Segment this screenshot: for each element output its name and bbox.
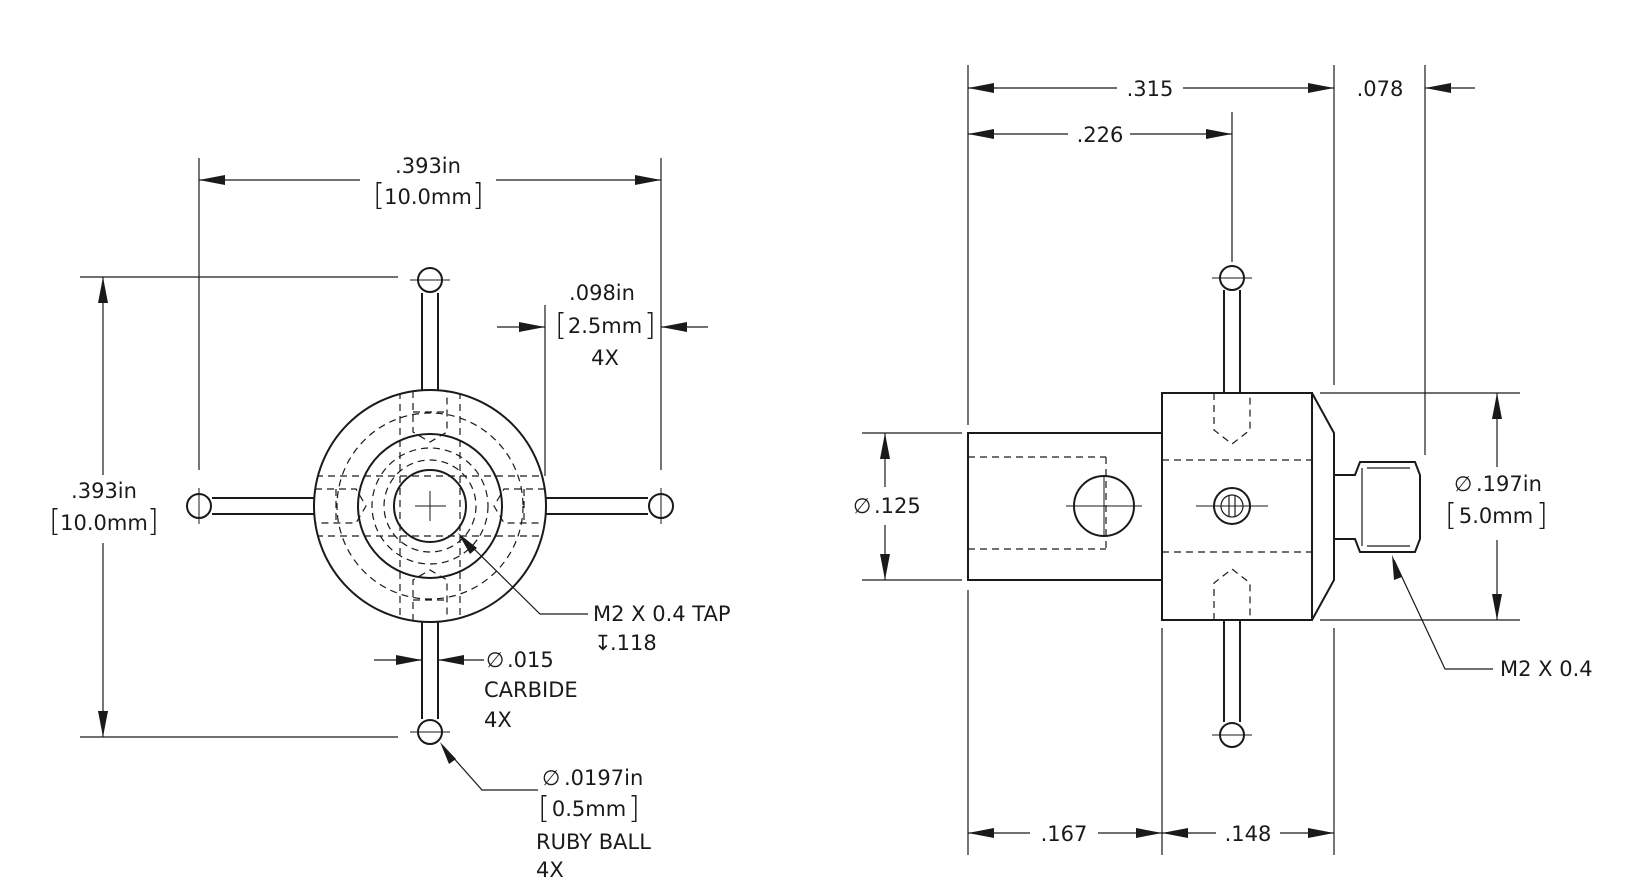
dim-height-in: .393in bbox=[71, 479, 137, 503]
svg-text:[: [ bbox=[49, 504, 61, 539]
callout-thread-label: M2 X 0.4 bbox=[1500, 657, 1593, 681]
dim-width-mm: 10.0mm bbox=[384, 185, 472, 209]
callout-tap-depth: .118 bbox=[610, 631, 657, 655]
callout-ball-mm: 0.5mm bbox=[552, 797, 626, 821]
svg-text:]: ] bbox=[644, 308, 656, 343]
dim-stylus-position bbox=[968, 129, 1232, 139]
dim-carbide-label: CARBIDE bbox=[484, 678, 578, 702]
svg-text:]: ] bbox=[1536, 498, 1548, 533]
dim-shank-diameter bbox=[862, 432, 962, 581]
svg-text:[: [ bbox=[555, 308, 567, 343]
dim-thread-length-value: .078 bbox=[1357, 77, 1404, 101]
tap-hole-hidden bbox=[383, 459, 477, 553]
dim-overall-length-value: .315 bbox=[1127, 77, 1174, 101]
callout-ball-symbol: ∅ bbox=[542, 766, 560, 790]
dim-stem-length bbox=[497, 305, 708, 476]
side-stylus-top bbox=[1212, 265, 1252, 393]
dim-body-length bbox=[1162, 828, 1334, 838]
tap-hole bbox=[393, 469, 467, 543]
callout-ball-in: .0197in bbox=[564, 766, 643, 790]
dim-shank-length bbox=[968, 828, 1162, 838]
dim-stylus-position-value: .226 bbox=[1077, 123, 1124, 147]
dim-width bbox=[198, 158, 662, 470]
callout-tap-label: M2 X 0.4 TAP bbox=[593, 602, 731, 626]
svg-text:]: ] bbox=[147, 504, 159, 539]
dim-width-in: .393in bbox=[395, 154, 461, 178]
dim-thread-length bbox=[1425, 83, 1475, 93]
hidden-sockets bbox=[315, 391, 545, 621]
dim-carbide-qty: 4X bbox=[484, 708, 512, 732]
dim-stem-length-mm: 2.5mm bbox=[568, 314, 642, 338]
body-outer-circle bbox=[313, 389, 547, 623]
stylus-right bbox=[545, 488, 674, 524]
dim-body-diameter-mm: 5.0mm bbox=[1459, 504, 1533, 528]
stylus-left bbox=[186, 488, 315, 524]
dim-height bbox=[80, 276, 398, 738]
side-view: .315 .226 .078 ∅ .125 bbox=[853, 65, 1593, 855]
dim-carbide bbox=[374, 655, 484, 665]
hidden-circle-outer bbox=[336, 412, 524, 600]
callout-ball-qty: 4X bbox=[536, 858, 564, 882]
dim-carbide-value: .015 bbox=[507, 648, 554, 672]
side-stylus-bottom bbox=[1212, 620, 1252, 748]
stylus-top bbox=[410, 267, 450, 391]
svg-text:[: [ bbox=[373, 178, 385, 213]
hidden-bores bbox=[316, 392, 544, 620]
dim-body-diameter bbox=[1320, 392, 1520, 621]
callout-ball-label: RUBY BALL bbox=[536, 830, 651, 854]
svg-text:]: ] bbox=[628, 791, 640, 826]
hidden-circle-inner bbox=[371, 447, 489, 565]
svg-text:[: [ bbox=[538, 791, 550, 826]
svg-text:]: ] bbox=[472, 178, 484, 213]
dim-stem-length-in: .098in bbox=[569, 281, 635, 305]
body bbox=[1161, 392, 1313, 621]
bore-circle bbox=[357, 433, 503, 579]
stylus-bottom bbox=[410, 621, 450, 745]
callout-thread bbox=[1392, 555, 1493, 670]
callout-tap bbox=[458, 533, 588, 615]
dim-body-length-value: .148 bbox=[1225, 822, 1272, 846]
dim-body-diameter-symbol: ∅ bbox=[1454, 472, 1472, 496]
dim-overall-length bbox=[968, 83, 1334, 93]
callout-ball bbox=[440, 742, 538, 791]
callout-tap-depth-symbol: ↧ bbox=[594, 631, 612, 655]
dim-stem-length-qty: 4X bbox=[591, 346, 619, 370]
dim-body-diameter-in: .197in bbox=[1476, 472, 1542, 496]
dim-carbide-symbol: ∅ bbox=[486, 648, 504, 672]
dim-shank-diameter-symbol: ∅ bbox=[853, 494, 871, 518]
dim-height-mm: 10.0mm bbox=[60, 511, 148, 535]
front-view: .393in [ 10.0mm ] .393in [ 10.0mm ] .098… bbox=[49, 154, 730, 882]
dim-shank-length-value: .167 bbox=[1041, 822, 1088, 846]
dim-shank-diameter-value: .125 bbox=[874, 494, 921, 518]
svg-text:[: [ bbox=[1445, 498, 1457, 533]
thread-tip bbox=[1334, 461, 1421, 553]
